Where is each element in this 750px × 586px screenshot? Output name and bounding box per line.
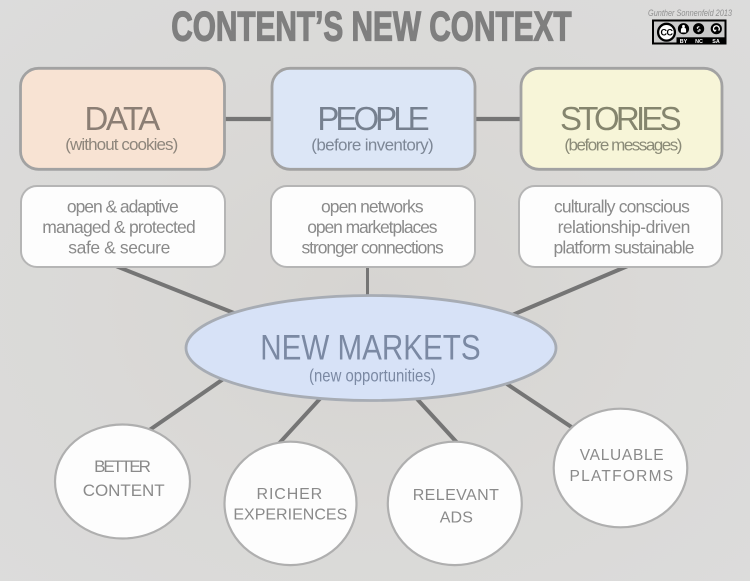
svg-text:RICHER: RICHER [257, 486, 323, 503]
svg-text:open networks: open networks [321, 197, 424, 217]
svg-text:VALUABLE: VALUABLE [580, 447, 664, 464]
svg-text:open marketplaces: open marketplaces [307, 217, 437, 237]
svg-text:NC: NC [695, 39, 703, 45]
svg-text:relationship-driven: relationship-driven [558, 217, 691, 237]
svg-text:open & adaptive: open & adaptive [67, 197, 179, 217]
svg-text:safe & secure: safe & secure [68, 238, 170, 258]
svg-text:BY: BY [680, 39, 688, 45]
svg-text:PEOPLE: PEOPLE [317, 100, 429, 137]
svg-text:(before inventory): (before inventory) [311, 136, 433, 155]
svg-text:Gunther Sonnenfeld 2013: Gunther Sonnenfeld 2013 [648, 8, 733, 19]
svg-text:stronger connections: stronger connections [301, 238, 444, 258]
svg-text:EXPERIENCES: EXPERIENCES [233, 507, 347, 524]
svg-text:(before messages): (before messages) [564, 136, 682, 155]
svg-text:BETTER: BETTER [94, 457, 151, 476]
svg-text:CC: CC [661, 27, 674, 37]
svg-text:managed & protected: managed & protected [42, 217, 196, 237]
svg-text:RELEVANT: RELEVANT [413, 487, 499, 504]
svg-text:SA: SA [712, 39, 720, 45]
svg-text:(new opportunities): (new opportunities) [309, 366, 436, 386]
svg-text:CONTENT’S NEW CONTEXT: CONTENT’S NEW CONTEXT [171, 2, 572, 49]
svg-text:DATA: DATA [85, 100, 161, 137]
svg-text:NEW MARKETS: NEW MARKETS [260, 329, 480, 368]
svg-text:PLATFORMS: PLATFORMS [570, 468, 674, 485]
svg-text:STORIES: STORIES [560, 100, 682, 137]
svg-text:(without cookies): (without cookies) [65, 135, 178, 154]
svg-text:platform sustainable: platform sustainable [554, 238, 695, 258]
svg-text:ADS: ADS [440, 509, 473, 526]
svg-text:culturally conscious: culturally conscious [554, 197, 690, 217]
svg-text:CONTENT: CONTENT [83, 481, 165, 500]
